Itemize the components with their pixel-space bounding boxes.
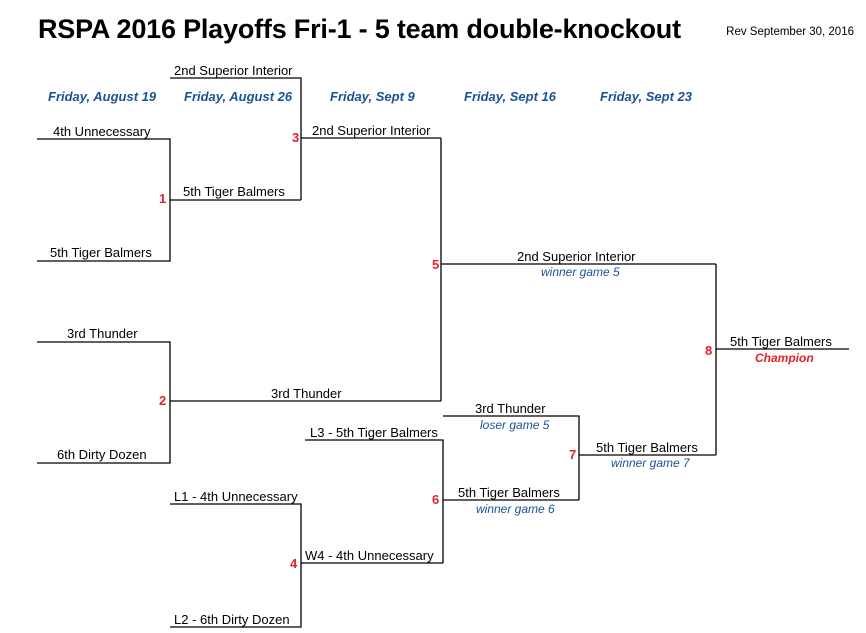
team-label-g5-winner: 2nd Superior Interior: [517, 249, 636, 264]
game-1-lines: [37, 138, 171, 262]
team-label-g3-winner: 2nd Superior Interior: [312, 123, 431, 138]
team-label-g2-top: 3rd Thunder: [67, 326, 138, 341]
note-loser-game-5: loser game 5: [480, 418, 550, 432]
team-label-g6-top: L3 - 5th Tiger Balmers: [310, 425, 438, 440]
team-label-g3-top: 2nd Superior Interior: [174, 63, 293, 78]
team-label-g7-winner: 5th Tiger Balmers: [596, 440, 698, 455]
game-number-4: 4: [290, 556, 298, 571]
round-date-3: Friday, Sept 9: [330, 89, 415, 104]
team-label-g6-winner: 5th Tiger Balmers: [458, 485, 560, 500]
team-label-g1-top: 4th Unnecessary: [53, 124, 151, 139]
round-date-5: Friday, Sept 23: [600, 89, 692, 104]
note-winner-game-5: winner game 5: [541, 265, 620, 279]
team-label-g4-top: L1 - 4th Unnecessary: [174, 489, 298, 504]
champion-label: Champion: [755, 351, 814, 365]
revision-date: Rev September 30, 2016: [726, 26, 854, 38]
game-number-5: 5: [432, 257, 440, 272]
game-number-3: 3: [292, 130, 300, 145]
game-6-lines: [305, 439, 444, 563]
round-date-4: Friday, Sept 16: [464, 89, 556, 104]
note-winner-game-7: winner game 7: [611, 456, 690, 470]
game-7-lines: [443, 415, 580, 500]
team-label-g4-winner: W4 - 4th Unnecessary: [305, 548, 434, 563]
round-date-1: Friday, August 19: [48, 89, 157, 104]
team-label-g1-winner: 5th Tiger Balmers: [183, 184, 285, 199]
team-label-g2-bottom: 6th Dirty Dozen: [57, 447, 147, 462]
game-number-1: 1: [159, 191, 167, 206]
game-number-7: 7: [569, 447, 577, 462]
team-label-g7-top: 3rd Thunder: [475, 401, 546, 416]
game-2-lines: [37, 341, 171, 464]
team-label-g2-winner: 3rd Thunder: [271, 386, 342, 401]
game-4-lines: [170, 503, 302, 628]
game-number-6: 6: [432, 492, 440, 507]
round-date-2: Friday, August 26: [184, 89, 293, 104]
page-title: RSPA 2016 Playoffs Fri-1 - 5 team double…: [38, 14, 681, 44]
team-label-g8-winner: 5th Tiger Balmers: [730, 334, 832, 349]
note-winner-game-6: winner game 6: [476, 502, 555, 516]
team-label-g4-bottom: L2 - 6th Dirty Dozen: [174, 612, 290, 627]
game-number-2: 2: [159, 393, 167, 408]
game-3-lines: [170, 77, 302, 200]
game-number-8: 8: [705, 343, 713, 358]
team-label-g1-bottom: 5th Tiger Balmers: [50, 245, 152, 260]
